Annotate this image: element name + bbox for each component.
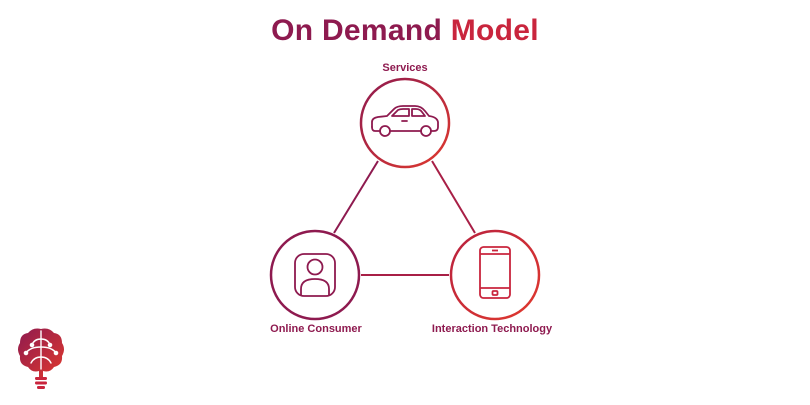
interaction-technology-label: Interaction Technology — [431, 323, 553, 335]
services-label: Services — [382, 62, 428, 74]
node-services — [359, 77, 451, 169]
title-part-1: On Demand — [271, 14, 443, 47]
smartphone-icon — [479, 246, 511, 299]
edge-services-consumer — [333, 160, 379, 234]
edge-services-technology — [431, 160, 476, 234]
car-icon — [371, 105, 439, 137]
online-consumer-label: Online Consumer — [270, 323, 362, 335]
user-icon — [294, 253, 336, 297]
node-online-consumer — [269, 229, 361, 321]
brain-lightbulb-icon — [18, 328, 64, 389]
node-interaction-technology — [449, 229, 541, 321]
page-title: On Demand Model — [0, 14, 810, 48]
title-part-2: Model — [450, 14, 539, 47]
